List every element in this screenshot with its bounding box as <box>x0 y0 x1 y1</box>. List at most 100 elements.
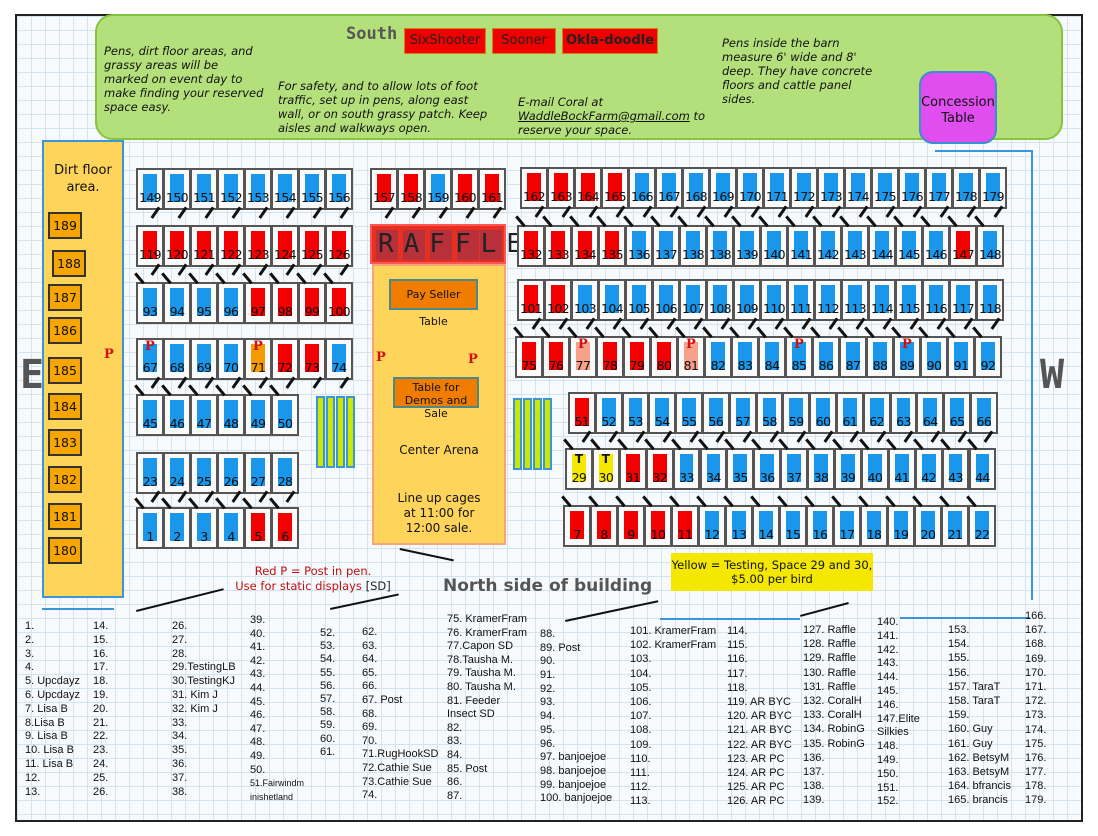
pen-61[interactable]: 61 <box>836 392 864 434</box>
dirt-space-187[interactable]: 187 <box>48 284 82 311</box>
pen-56[interactable]: 56 <box>702 392 730 434</box>
pen-100[interactable]: 100 <box>325 282 353 324</box>
pen-161[interactable]: 161 <box>478 168 506 210</box>
pen-154[interactable]: 154 <box>271 168 299 210</box>
pay-seller-table[interactable]: Pay Seller Table <box>389 279 478 328</box>
pen-99[interactable]: 99 <box>298 282 326 324</box>
pen-69[interactable]: 69 <box>190 338 218 380</box>
pen-153[interactable]: 153 <box>244 168 272 210</box>
pen-118[interactable]: 118 <box>976 279 1004 321</box>
pen-8[interactable]: 8 <box>590 505 618 547</box>
pen-75[interactable]: 75 <box>515 336 543 378</box>
pen-19[interactable]: 19 <box>887 505 915 547</box>
pen-86[interactable]: 86 <box>812 336 840 378</box>
pen-140[interactable]: 140 <box>760 225 788 267</box>
pen-13[interactable]: 13 <box>725 505 753 547</box>
pen-33[interactable]: 33 <box>672 448 701 490</box>
pen-111[interactable]: 111 <box>787 279 815 321</box>
pen-113[interactable]: 113 <box>841 279 869 321</box>
pen-109[interactable]: 109 <box>733 279 761 321</box>
pen-5[interactable]: 5 <box>244 507 272 549</box>
pen-166[interactable]: 166 <box>628 167 656 209</box>
pen-168[interactable]: 168 <box>682 167 710 209</box>
south-space-sixshooter[interactable]: SixShooter <box>404 28 486 54</box>
pen-42[interactable]: 42 <box>914 448 943 490</box>
pen-126[interactable]: 126 <box>325 225 353 267</box>
pen-149[interactable]: 149 <box>136 168 164 210</box>
pen-23[interactable]: 23 <box>136 452 164 494</box>
pen-169[interactable]: 169 <box>709 167 737 209</box>
pen-163[interactable]: 163 <box>547 167 575 209</box>
pen-17[interactable]: 17 <box>833 505 861 547</box>
pen-55[interactable]: 55 <box>675 392 703 434</box>
pen-41[interactable]: 41 <box>887 448 916 490</box>
pen-43[interactable]: 43 <box>941 448 970 490</box>
pen-176[interactable]: 176 <box>898 167 926 209</box>
raffle-pens[interactable]: RAFFLE <box>370 224 522 264</box>
pen-40[interactable]: 40 <box>860 448 889 490</box>
concession-table[interactable]: Concession Table <box>919 71 997 144</box>
pen-70[interactable]: 70 <box>217 338 245 380</box>
pen-12[interactable]: 12 <box>698 505 726 547</box>
email-link[interactable]: WaddleBockFarm@gmail.com <box>518 109 690 123</box>
pen-66[interactable]: 66 <box>970 392 998 434</box>
pen-57[interactable]: 57 <box>728 392 757 434</box>
pen-63[interactable]: 63 <box>889 392 918 434</box>
pen-121[interactable]: 121 <box>190 225 218 267</box>
pen-116[interactable]: 116 <box>922 279 950 321</box>
pen-62[interactable]: 62 <box>862 392 891 434</box>
pen-11[interactable]: 11 <box>671 505 699 547</box>
pen-155[interactable]: 155 <box>298 168 326 210</box>
pen-179[interactable]: 179 <box>979 167 1007 209</box>
pen-144[interactable]: 144 <box>868 225 896 267</box>
pen-138[interactable]: 138 <box>706 225 734 267</box>
pen-136[interactable]: 136 <box>625 225 653 267</box>
pen-177[interactable]: 177 <box>925 167 953 209</box>
pen-7[interactable]: 7 <box>563 505 591 547</box>
pen-175[interactable]: 175 <box>871 167 899 209</box>
pen-59[interactable]: 59 <box>782 392 811 434</box>
pen-80[interactable]: 80 <box>650 336 678 378</box>
pen-1[interactable]: 1 <box>136 507 164 549</box>
pen-16[interactable]: 16 <box>806 505 834 547</box>
pen-37[interactable]: 37 <box>780 448 809 490</box>
pen-48[interactable]: 48 <box>217 394 245 436</box>
south-space-okla-doodle[interactable]: Okla-doodle <box>562 28 658 54</box>
dirt-space-183[interactable]: 183 <box>48 429 82 456</box>
pen-124[interactable]: 124 <box>271 225 299 267</box>
pen-122[interactable]: 122 <box>217 225 245 267</box>
pen-35[interactable]: 35 <box>726 448 755 490</box>
pen-119[interactable]: 119 <box>136 225 164 267</box>
pen-90[interactable]: 90 <box>920 336 948 378</box>
pen-142[interactable]: 142 <box>814 225 842 267</box>
pen-36[interactable]: 36 <box>753 448 782 490</box>
pen-46[interactable]: 46 <box>163 394 191 436</box>
pen-108[interactable]: 108 <box>706 279 734 321</box>
pen-158[interactable]: 158 <box>397 168 425 210</box>
pen-76[interactable]: 76 <box>542 336 570 378</box>
pen-156[interactable]: 156 <box>325 168 353 210</box>
pen-68[interactable]: 68 <box>163 338 191 380</box>
pen-27[interactable]: 27 <box>244 452 272 494</box>
pen-84[interactable]: 84 <box>758 336 786 378</box>
pen-21[interactable]: 21 <box>941 505 969 547</box>
pen-9[interactable]: 9 <box>617 505 645 547</box>
pen-31[interactable]: 31 <box>618 448 647 490</box>
pen-178[interactable]: 178 <box>952 167 980 209</box>
pen-94[interactable]: 94 <box>163 282 191 324</box>
pen-165[interactable]: 165 <box>601 167 629 209</box>
pen-171[interactable]: 171 <box>763 167 791 209</box>
pen-150[interactable]: 150 <box>163 168 191 210</box>
pen-164[interactable]: 164 <box>574 167 602 209</box>
pen-6[interactable]: 6 <box>271 507 299 549</box>
pen-22[interactable]: 22 <box>968 505 996 547</box>
pen-51[interactable]: 51 <box>568 392 596 434</box>
pen-83[interactable]: 83 <box>731 336 759 378</box>
pen-50[interactable]: 50 <box>271 394 299 436</box>
pen-18[interactable]: 18 <box>860 505 888 547</box>
